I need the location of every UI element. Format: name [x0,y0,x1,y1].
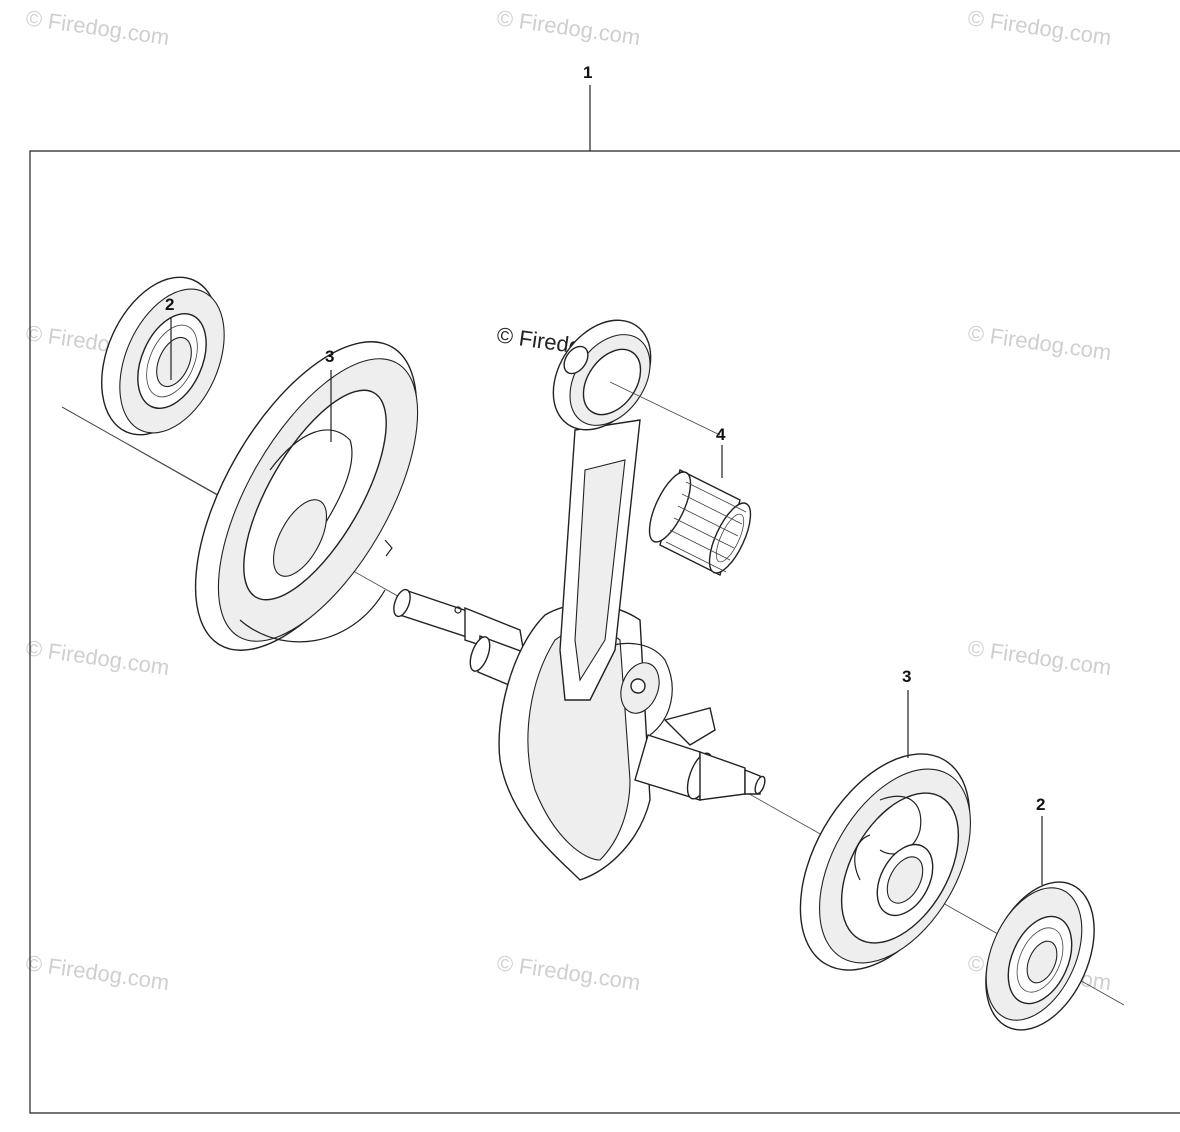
seal-cover-left [194,341,419,651]
connecting-rod [552,319,652,701]
callout-3-right: 3 [902,667,911,686]
watermark: © Firedog.com [24,950,171,995]
ball-bearing-left [61,276,241,509]
callout-4: 4 [716,425,726,444]
watermark: © Firedog.com [495,5,642,50]
watermark: © Firedog.com [966,5,1113,50]
needle-bearing [648,468,752,577]
callout-3-left: 3 [325,347,334,366]
ball-bearing-right [985,881,1095,1031]
callout-2-right: 2 [1036,795,1045,814]
axis-line [609,381,721,436]
watermark: © Firedog.com [495,950,642,995]
callout-1: 1 [583,63,592,82]
seal-cover-right [799,753,971,971]
watermark: © Firedog.com [24,635,171,680]
callout-2-left: 2 [165,295,174,314]
watermark: © Firedog.com [966,635,1113,680]
watermark: © Firedog.com [24,5,171,50]
crankshaft [393,588,766,881]
watermark: © Firedog.com [966,320,1113,365]
assembly-frame [29,85,1180,1114]
